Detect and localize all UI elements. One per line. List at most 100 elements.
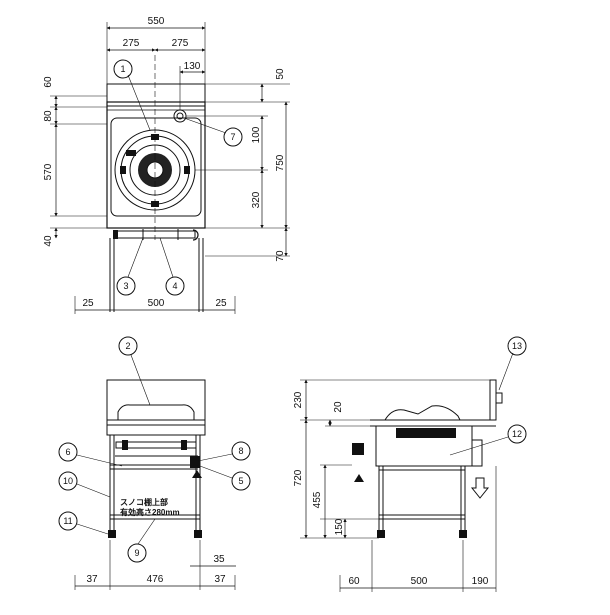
balloon-11-circle [58,511,78,531]
balloon-7-circle [223,127,243,147]
side-knob [495,392,503,404]
front-foot-left [108,530,116,538]
front-view: スノコ棚上部 有効高さ280mm 37 476 37 35 2 6 8 5 10… [58,336,251,590]
dim-37-right: 37 [214,574,226,585]
leader-8 [197,453,233,462]
front-body [106,424,206,436]
front-knob-left [122,440,128,450]
balloon-3-circle [116,276,136,296]
balloon-12: 12 [512,429,522,439]
balloon-7: 7 [230,132,235,142]
balloon-4-circle [165,276,185,296]
front-knob-right [181,440,187,450]
leader-10 [76,483,111,498]
balloon-5: 5 [238,476,243,486]
leader-11 [76,523,109,535]
valve-bar-cap-left [113,230,118,239]
dim-550: 550 [148,16,165,27]
balloon-1-circle [113,59,133,79]
balloon-4: 4 [172,281,177,291]
front-trivet [117,404,195,420]
balloon-11: 11 [63,516,72,526]
dim-720: 720 [293,469,304,486]
dim-50: 50 [275,68,286,80]
dim-25-left: 25 [82,298,94,309]
leader-3 [127,237,144,278]
balloon-6-circle [58,442,78,462]
side-view: 230 20 720 455 150 60 500 190 13 12 [293,336,527,592]
dim-230: 230 [293,391,304,408]
top-view-back-panel [106,83,206,107]
dim-190: 190 [472,576,489,587]
balloon-12-circle [507,424,527,444]
dim-70: 70 [275,250,286,262]
balloon-6: 6 [65,447,70,457]
shelf-note-line1: スノコ棚上部 [120,497,168,507]
front-gas-fitting [190,456,200,468]
side-drain-arrow [470,477,490,499]
dim-320: 320 [251,191,262,208]
dim-25-right: 25 [215,298,227,309]
trivet-right [184,166,190,174]
front-back-panel [106,379,206,426]
trivet-left [120,166,126,174]
dim-750: 750 [275,154,286,171]
dim-20: 20 [333,401,344,413]
side-exhaust [471,439,483,467]
balloon-9-circle [127,543,147,563]
balloon-8: 8 [238,446,243,456]
front-gas-arrow [192,470,202,478]
top-view-body [106,101,206,229]
balloon-10: 10 [63,476,73,486]
side-foot-front [377,530,385,538]
dim-275-right: 275 [172,38,189,49]
dim-40: 40 [43,235,54,247]
dim-37-left: 37 [86,574,98,585]
leader-2 [130,354,151,406]
valve-bar-hook [192,229,199,241]
dim-35: 35 [213,554,225,565]
balloon-13: 13 [512,341,522,351]
side-vents [396,428,456,438]
leader-6 [76,454,123,467]
leader-1 [127,74,151,131]
shelf-note-line2: 有効高さ280mm [120,507,180,517]
balloon-5-circle [231,471,251,491]
balloon-2-circle [118,336,138,356]
balloon-9: 9 [134,548,139,558]
gas-inlet-outer [173,109,187,123]
leader-13 [498,352,514,391]
top-view: 550 275 275 130 50 100 320 750 70 60 8 [43,16,290,314]
dim-476: 476 [147,574,164,585]
balloon-10-circle [58,471,78,491]
dim-500: 500 [148,298,165,309]
side-gas-valve [352,443,364,455]
dim-455: 455 [312,491,323,508]
balloon-1: 1 [120,64,125,74]
dim-80: 80 [43,110,54,122]
leader-4 [159,237,174,278]
balloon-13-circle [507,336,527,356]
leader-5 [199,465,233,479]
gas-inlet-inner [176,112,184,120]
leader-9 [137,518,156,545]
balloon-8-circle [231,441,251,461]
leader-7 [183,117,227,134]
dim-130: 130 [184,61,201,72]
balloon-2: 2 [125,341,130,351]
pilot-tab [126,150,136,156]
dim-60: 60 [43,76,54,88]
leader-12 [449,436,509,456]
dim-150: 150 [334,518,345,535]
side-trivet [384,405,461,421]
dim-500-side: 500 [411,576,428,587]
dim-275-left: 275 [123,38,140,49]
side-foot-back [459,530,467,538]
front-foot-right [194,530,202,538]
dim-60-side: 60 [348,576,360,587]
top-view-burner-plate [110,117,202,217]
balloon-3: 3 [123,281,128,291]
side-gas-arrow [354,474,364,482]
dim-100: 100 [251,126,262,143]
